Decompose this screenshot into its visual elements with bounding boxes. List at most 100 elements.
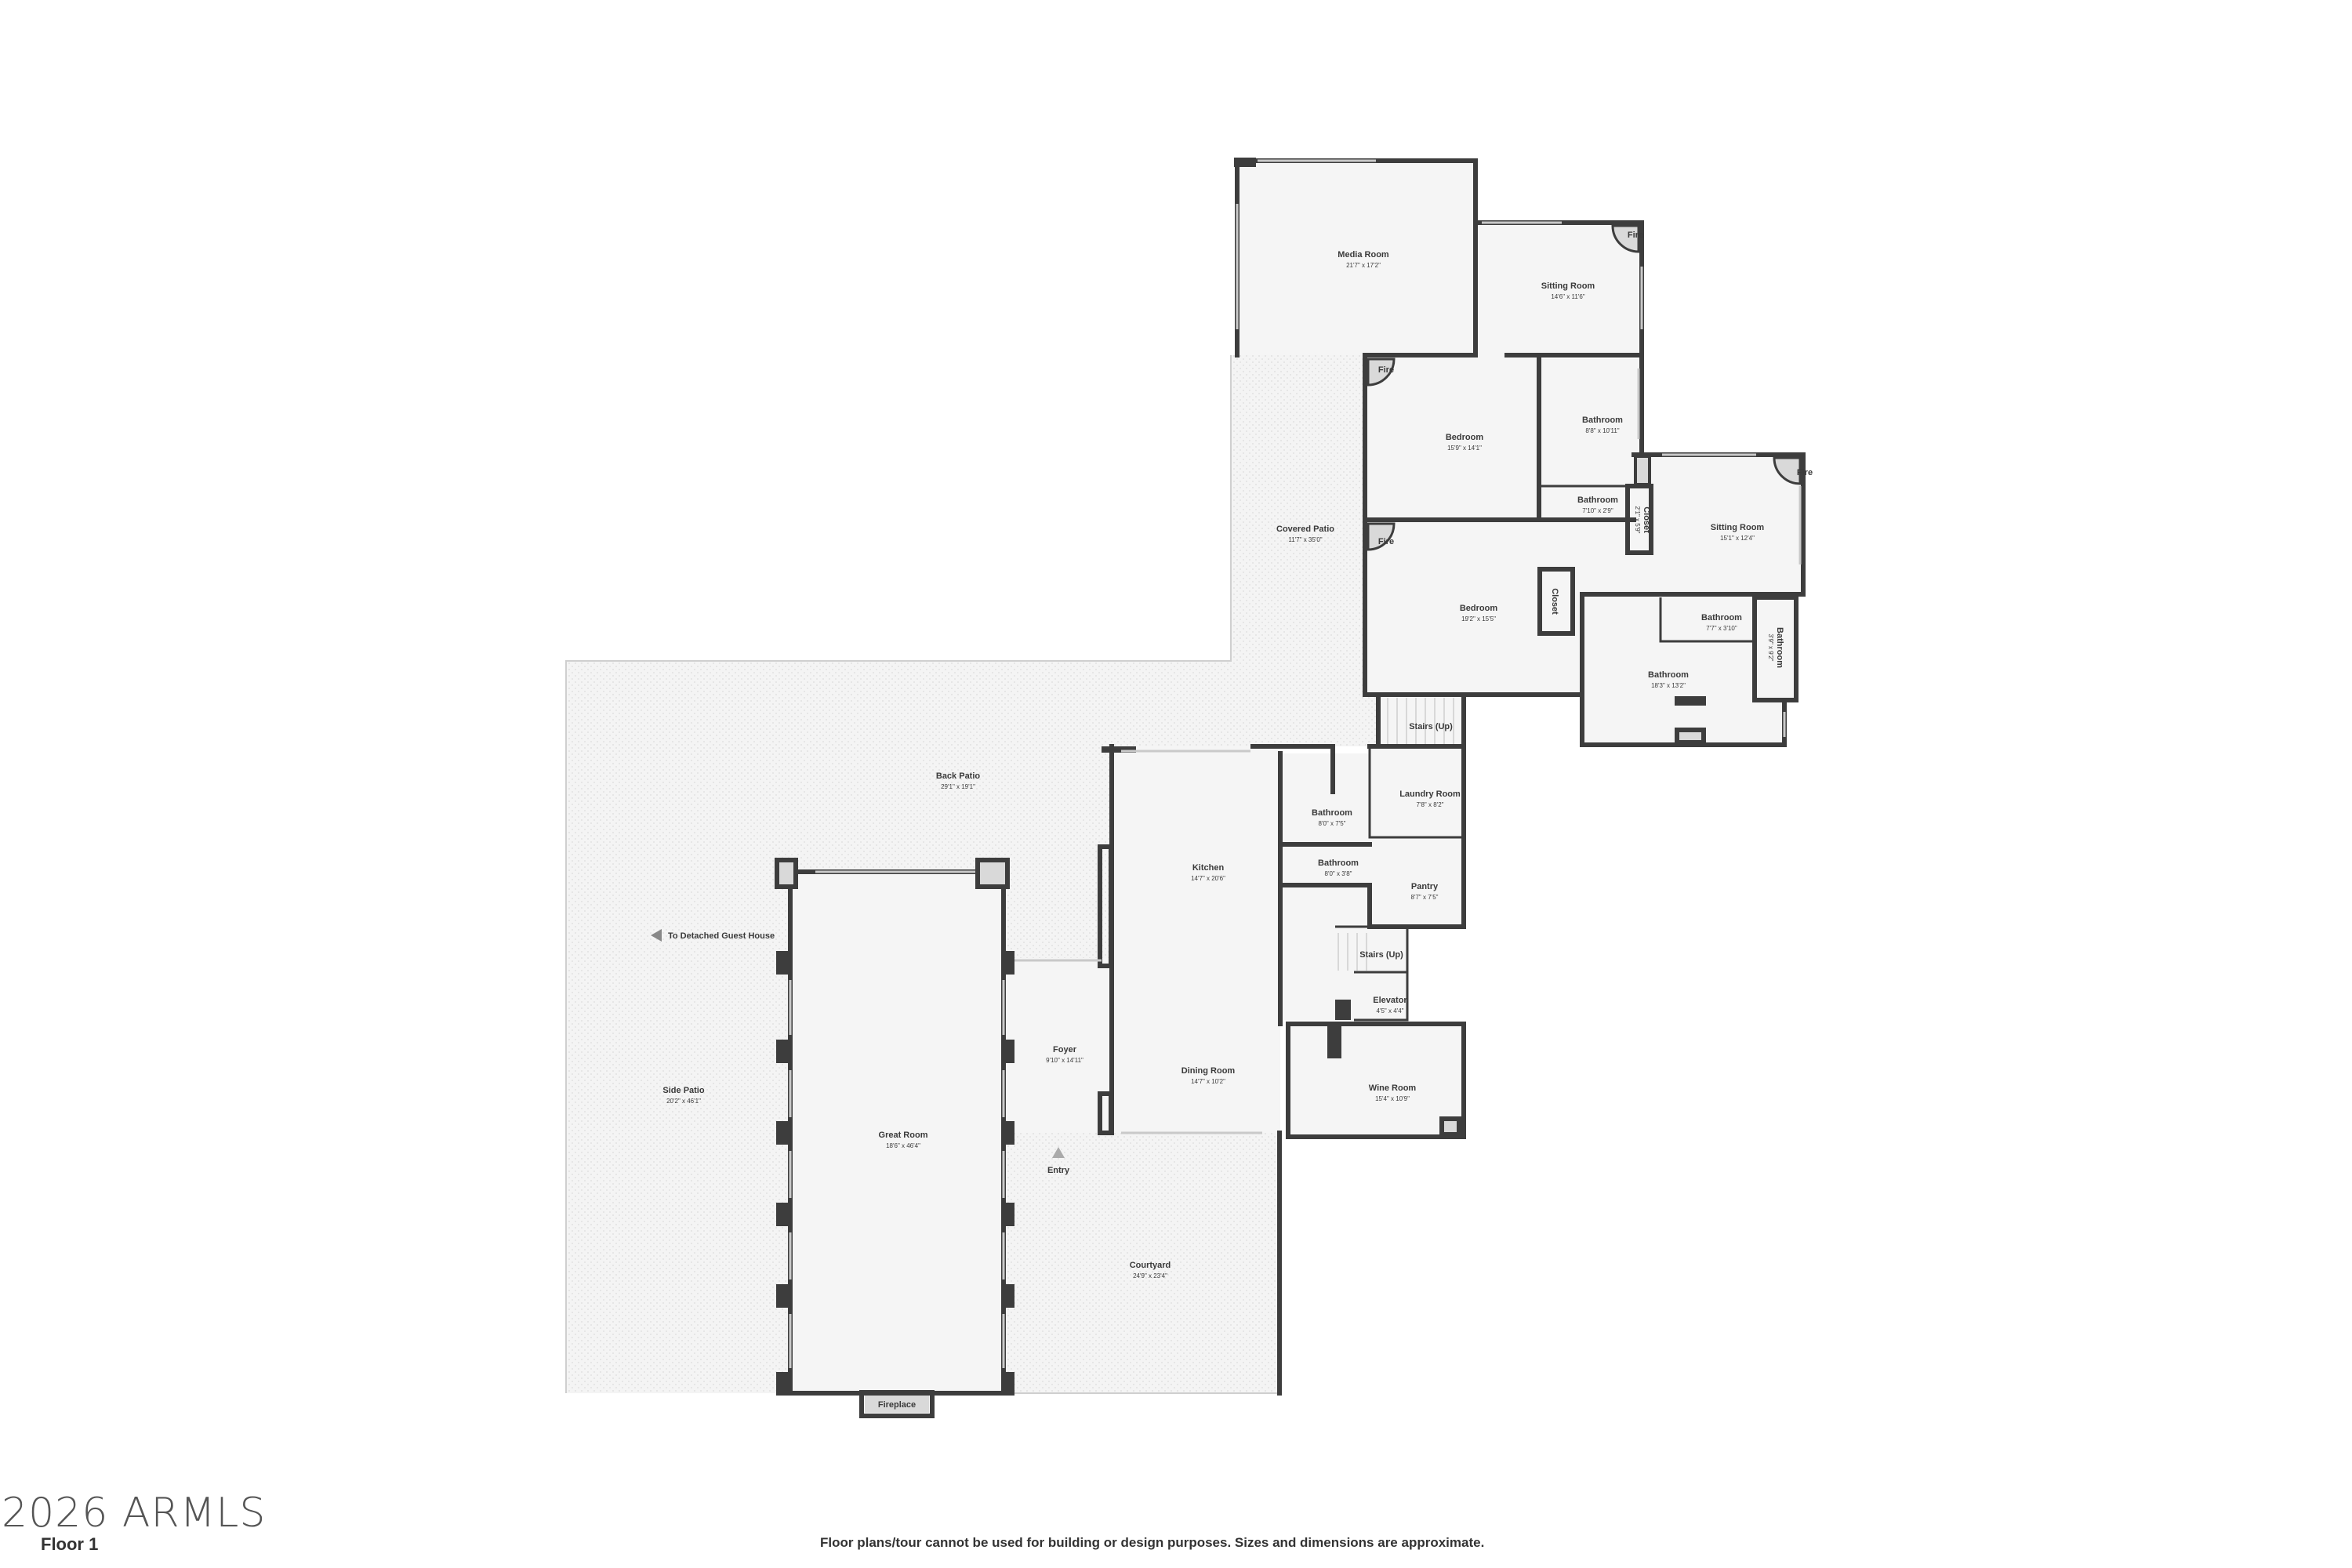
svg-text:20'2" x 46'1": 20'2" x 46'1" <box>666 1098 701 1105</box>
svg-text:Bathroom: Bathroom <box>1582 416 1623 425</box>
svg-text:Media Room: Media Room <box>1338 250 1389 260</box>
svg-text:14'7" x 20'6": 14'7" x 20'6" <box>1191 875 1225 882</box>
svg-text:4'5" x 4'4": 4'5" x 4'4" <box>1377 1007 1404 1014</box>
svg-text:Kitchen: Kitchen <box>1192 863 1225 873</box>
svg-text:24'9" x 23'4": 24'9" x 23'4" <box>1133 1272 1167 1279</box>
svg-text:8'8" x 10'11": 8'8" x 10'11" <box>1585 427 1619 434</box>
watermark: 2026 ARMLS <box>2 1490 267 1537</box>
label-bedroom-1: Bedroom 15'9" x 14'1" <box>1446 433 1484 452</box>
fire-corner-1 <box>1611 224 1640 253</box>
svg-text:Back Patio: Back Patio <box>936 771 981 781</box>
svg-text:3'9" x 9'2": 3'9" x 9'2" <box>1767 634 1774 662</box>
svg-text:Sitting Room: Sitting Room <box>1711 523 1765 532</box>
label-wine-room: Wine Room 15'4" x 10'9" <box>1369 1083 1417 1102</box>
label-stairs-up-2: Stairs (Up) <box>1359 950 1403 960</box>
svg-text:Sitting Room: Sitting Room <box>1541 281 1595 291</box>
svg-text:Great Room: Great Room <box>879 1131 928 1140</box>
svg-text:Foyer: Foyer <box>1053 1045 1077 1054</box>
svg-text:Elevator: Elevator <box>1373 996 1407 1005</box>
svg-text:9'10" x 14'11": 9'10" x 14'11" <box>1046 1057 1083 1064</box>
label-bathroom-2: Bathroom 7'10" x 2'9" <box>1577 495 1618 514</box>
label-guest-house: To Detached Guest House <box>668 931 775 941</box>
label-elevator: Elevator 4'5" x 4'4" <box>1373 996 1407 1014</box>
label-kitchen: Kitchen 14'7" x 20'6" <box>1191 863 1225 882</box>
guest-house-arrow-icon <box>651 929 662 942</box>
svg-text:14'7" x 10'2": 14'7" x 10'2" <box>1191 1078 1225 1085</box>
back-patio-outline <box>565 355 1232 1393</box>
svg-text:7'7" x 3'10": 7'7" x 3'10" <box>1706 625 1737 632</box>
label-bathroom-5: Bathroom 18'3" x 13'2" <box>1648 670 1689 689</box>
label-fire-3: Fire <box>1797 468 1813 477</box>
svg-text:Bathroom: Bathroom <box>1775 627 1784 668</box>
svg-text:8'0" x 7'5": 8'0" x 7'5" <box>1319 820 1346 827</box>
svg-text:8'0" x 3'8": 8'0" x 3'8" <box>1325 870 1352 877</box>
svg-text:15'4" x 10'9": 15'4" x 10'9" <box>1375 1095 1410 1102</box>
svg-text:Bathroom: Bathroom <box>1648 670 1689 680</box>
room-fills <box>790 161 1803 1393</box>
svg-text:Covered Patio: Covered Patio <box>1276 524 1334 534</box>
label-bathroom-3: Bathroom 7'7" x 3'10" <box>1701 613 1742 632</box>
entry-arrow-icon <box>1052 1147 1065 1158</box>
svg-text:Bathroom: Bathroom <box>1318 858 1359 868</box>
svg-text:Side Patio: Side Patio <box>662 1086 704 1095</box>
walls <box>651 158 1806 1418</box>
label-sitting-room-2: Sitting Room 15'1" x 12'4" <box>1711 523 1765 542</box>
fire-corner-3 <box>1773 456 1802 485</box>
label-stairs-up-1: Stairs (Up) <box>1409 722 1453 731</box>
great-room-windows <box>789 980 1005 1368</box>
svg-text:Closet: Closet <box>1642 506 1651 533</box>
svg-text:Bathroom: Bathroom <box>1701 613 1742 622</box>
label-courtyard: Courtyard 24'9" x 23'4" <box>1130 1261 1171 1279</box>
label-fireplace: Fireplace <box>878 1400 916 1410</box>
svg-text:15'9" x 14'1": 15'9" x 14'1" <box>1447 445 1482 452</box>
floor-label: Floor 1 <box>41 1534 99 1554</box>
fire-corner-4 <box>1367 522 1396 551</box>
label-closet-2: Closet <box>1550 588 1559 615</box>
disclaimer: Floor plans/tour cannot be used for buil… <box>820 1535 1485 1550</box>
stair-treads-1 <box>1387 698 1454 745</box>
label-back-patio: Back Patio 29'1" x 19'1" <box>936 771 981 790</box>
label-bedroom-2: Bedroom 19'2" x 15'5" <box>1460 604 1498 622</box>
label-dining-room: Dining Room 14'7" x 10'2" <box>1181 1066 1236 1085</box>
svg-text:7'8" x 8'2": 7'8" x 8'2" <box>1417 801 1444 808</box>
svg-text:18'6" x 46'4": 18'6" x 46'4" <box>886 1142 920 1149</box>
fire-corner-2 <box>1367 358 1396 387</box>
svg-text:15'1" x 12'4": 15'1" x 12'4" <box>1720 535 1755 542</box>
svg-text:7'10" x 2'9": 7'10" x 2'9" <box>1582 507 1613 514</box>
svg-text:Bedroom: Bedroom <box>1460 604 1498 613</box>
label-great-room: Great Room 18'6" x 46'4" <box>879 1131 928 1149</box>
label-bathroom-7: Bathroom 8'0" x 3'8" <box>1318 858 1359 877</box>
label-fire-2: Fire <box>1378 365 1394 375</box>
label-side-patio: Side Patio 20'2" x 46'1" <box>662 1086 704 1105</box>
svg-text:18'3" x 13'2": 18'3" x 13'2" <box>1651 682 1686 689</box>
label-fire-4: Fire <box>1378 537 1394 546</box>
svg-text:Pantry: Pantry <box>1411 882 1439 891</box>
svg-text:19'2" x 15'5": 19'2" x 15'5" <box>1461 615 1496 622</box>
great-room-columns <box>775 858 1014 1396</box>
svg-text:Bathroom: Bathroom <box>1577 495 1618 505</box>
label-entry: Entry <box>1047 1166 1070 1175</box>
svg-text:29'1" x 19'1": 29'1" x 19'1" <box>941 783 975 790</box>
svg-text:Bathroom: Bathroom <box>1312 808 1352 818</box>
label-media-room: Media Room 21'7" x 17'2" <box>1338 250 1389 269</box>
svg-text:Courtyard: Courtyard <box>1130 1261 1171 1270</box>
svg-text:2'1" x 5'9": 2'1" x 5'9" <box>1634 506 1641 534</box>
label-fire-1: Fire <box>1628 230 1643 240</box>
svg-text:Laundry Room: Laundry Room <box>1399 789 1461 799</box>
label-laundry-room: Laundry Room 7'8" x 8'2" <box>1399 789 1461 808</box>
courtyard-area <box>1004 1133 1279 1393</box>
stair-treads-2 <box>1338 933 1367 971</box>
svg-text:21'7" x 17'2": 21'7" x 17'2" <box>1346 262 1381 269</box>
svg-text:Bedroom: Bedroom <box>1446 433 1484 442</box>
label-bathroom-6: Bathroom 8'0" x 7'5" <box>1312 808 1352 827</box>
label-foyer: Foyer 9'10" x 14'11" <box>1046 1045 1083 1064</box>
svg-text:Dining Room: Dining Room <box>1181 1066 1236 1076</box>
label-bathroom-1: Bathroom 8'8" x 10'11" <box>1582 416 1623 434</box>
svg-text:Wine Room: Wine Room <box>1369 1083 1417 1093</box>
